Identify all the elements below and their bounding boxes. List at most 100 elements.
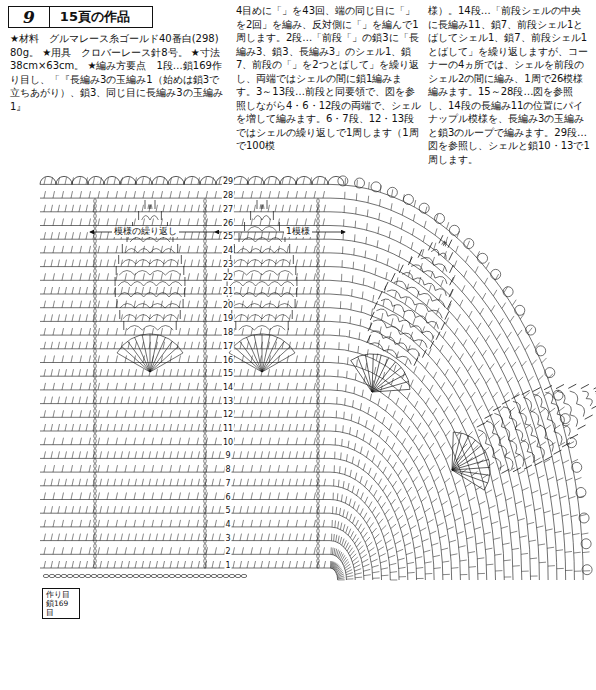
stitch-tick bbox=[89, 328, 91, 335]
stitch-tick bbox=[177, 369, 179, 376]
round-line bbox=[40, 527, 364, 580]
stitch-tick bbox=[240, 369, 242, 376]
stitch-tick bbox=[191, 397, 193, 404]
stitch-tick bbox=[525, 456, 531, 460]
stitch-tick bbox=[72, 342, 74, 349]
stitch-tick bbox=[79, 534, 81, 541]
stitch-tick bbox=[191, 424, 193, 431]
stitch-tick bbox=[535, 508, 542, 510]
stitch-tick bbox=[116, 191, 118, 198]
stitch-tick bbox=[135, 205, 137, 212]
stitch-tick bbox=[163, 177, 165, 184]
stitch-tick bbox=[188, 219, 190, 226]
stitch-tick bbox=[254, 561, 256, 568]
stitch-tick bbox=[460, 574, 467, 575]
stitch-tick bbox=[296, 369, 298, 376]
stitch-tick bbox=[296, 342, 298, 349]
stitch-tick bbox=[408, 345, 410, 352]
stitch-tick bbox=[338, 521, 339, 528]
stitch-tick bbox=[79, 506, 81, 513]
stitch-tick bbox=[135, 506, 137, 513]
stitch-tick bbox=[459, 546, 466, 548]
stitch-tick bbox=[261, 287, 263, 294]
stitch-tick bbox=[107, 410, 109, 417]
stitch-tick bbox=[528, 328, 532, 333]
chain-column bbox=[94, 199, 97, 204]
stitch-tick bbox=[535, 425, 541, 429]
round-line bbox=[40, 280, 522, 580]
stitch-tick bbox=[44, 177, 46, 184]
chain-column bbox=[204, 394, 207, 399]
stitch-tick bbox=[197, 410, 199, 417]
stitch-tick bbox=[369, 485, 372, 491]
stitch-tick bbox=[575, 477, 581, 480]
stitch-tick bbox=[324, 232, 326, 239]
chain-column bbox=[94, 379, 97, 384]
stitch-tick bbox=[134, 547, 136, 554]
stitch-tick bbox=[405, 543, 411, 546]
stitch-tick bbox=[275, 451, 277, 458]
stitch-tick bbox=[488, 406, 493, 411]
stitch-tick bbox=[179, 246, 181, 253]
stitch-tick bbox=[348, 441, 350, 448]
stitch-tick bbox=[62, 465, 64, 472]
stitch-tick bbox=[442, 561, 449, 562]
round-line bbox=[40, 226, 557, 581]
stitch-tick bbox=[310, 205, 312, 212]
stitch-tick bbox=[134, 438, 136, 445]
stitch-tick bbox=[474, 527, 481, 529]
stitch-tick bbox=[240, 314, 242, 321]
stitch-tick bbox=[368, 182, 370, 189]
stitch-tick bbox=[339, 466, 341, 473]
stitch-tick bbox=[482, 350, 486, 356]
chain-column bbox=[204, 539, 207, 544]
stitch-tick bbox=[161, 465, 163, 472]
stitch-tick bbox=[373, 572, 380, 573]
stitch-tick bbox=[261, 397, 263, 404]
stitch-tick bbox=[493, 392, 498, 397]
stitch-tick bbox=[296, 534, 298, 541]
stitch-tick bbox=[466, 256, 469, 262]
stitch-tick bbox=[282, 369, 284, 376]
stitch-tick bbox=[384, 532, 389, 536]
stitch-tick bbox=[282, 205, 284, 212]
stitch-tick bbox=[361, 493, 363, 500]
stitch-tick bbox=[510, 316, 514, 322]
stitch-tick bbox=[247, 205, 249, 212]
stitch-tick bbox=[355, 577, 362, 579]
chain-column bbox=[94, 434, 97, 439]
stitch-tick bbox=[58, 260, 60, 267]
stitch-tick bbox=[135, 561, 137, 568]
chain-column bbox=[94, 299, 97, 304]
stitch-tick bbox=[198, 451, 200, 458]
stitch-tick bbox=[350, 316, 352, 323]
stitch-tick bbox=[58, 479, 60, 486]
chain-stitch bbox=[193, 574, 199, 577]
stitch-tick bbox=[161, 547, 163, 554]
stitch-tick bbox=[219, 232, 221, 239]
stitch-tick bbox=[443, 331, 446, 337]
stitch-tick bbox=[317, 479, 319, 486]
stitch-tick bbox=[444, 406, 448, 412]
stitch-tick bbox=[72, 232, 74, 239]
stitch-tick bbox=[71, 383, 73, 390]
chain-stitch bbox=[85, 574, 91, 577]
stitch-tick bbox=[128, 205, 130, 212]
stitch-tick bbox=[420, 340, 423, 347]
stitch-tick bbox=[550, 408, 556, 412]
stitch-tick bbox=[191, 287, 193, 294]
stitch-tick bbox=[72, 260, 74, 267]
stitch-tick bbox=[268, 287, 270, 294]
stitch-tick bbox=[411, 414, 414, 420]
stitch-tick bbox=[441, 443, 445, 448]
stitch-tick bbox=[261, 451, 263, 458]
chain-column bbox=[204, 499, 207, 504]
stitch-tick bbox=[452, 504, 458, 508]
stitch-tick bbox=[269, 493, 271, 500]
stitch-tick bbox=[247, 479, 249, 486]
stitch-tick bbox=[314, 383, 316, 390]
stitch-tick bbox=[562, 514, 569, 516]
stitch-tick bbox=[395, 291, 397, 298]
stitch-tick bbox=[170, 438, 172, 445]
stitch-tick bbox=[348, 529, 351, 535]
